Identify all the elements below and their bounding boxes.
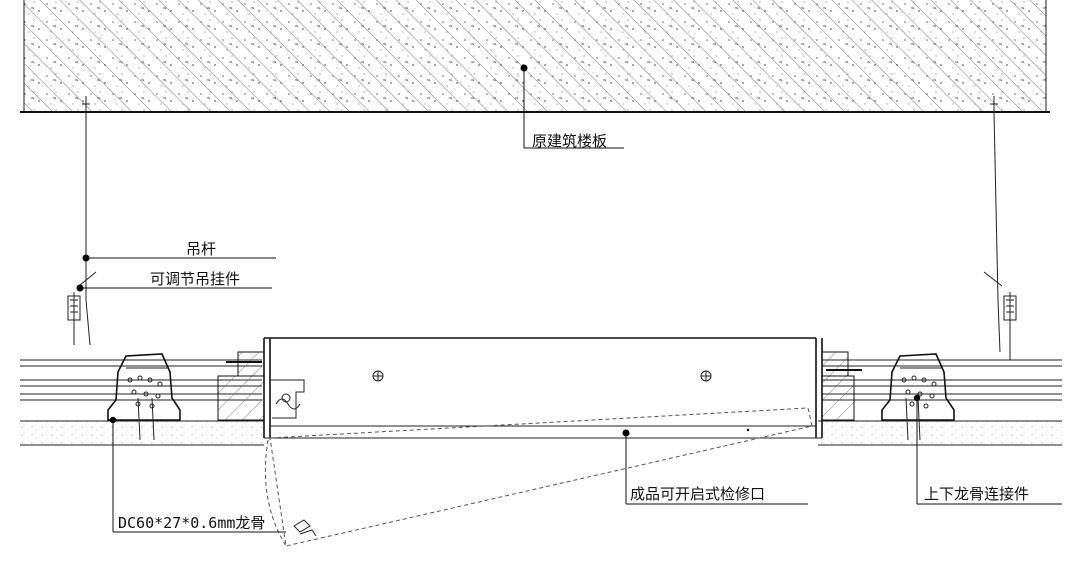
- wood-blocking-right: [821, 351, 862, 421]
- panel-screw-left: [372, 370, 384, 382]
- leader-slab: [520, 64, 624, 149]
- label-connector: 上下龙骨连接件: [924, 485, 1029, 503]
- label-access-panel: 成品可开启式检修口: [630, 485, 765, 503]
- label-keel: DC60*27*0.6mm龙骨: [118, 514, 265, 532]
- label-slab: 原建筑楼板: [532, 132, 607, 150]
- leader-connector: [916, 398, 1062, 505]
- concrete-slab: [20, 0, 1050, 113]
- leader-keel: [112, 420, 286, 533]
- panel-screw-right: [700, 370, 712, 382]
- hanger-rod-right: [983, 96, 1017, 360]
- label-rod: 吊杆: [186, 240, 216, 258]
- access-panel-frame: [263, 337, 823, 439]
- leader-access-panel: [622, 429, 808, 505]
- hanger-rod-left: [67, 96, 97, 346]
- ceiling-layers-right: [818, 359, 1062, 446]
- leader-rod: [82, 254, 276, 262]
- dc-keel-right: [881, 353, 955, 441]
- label-hanger: 可调节吊挂件: [150, 270, 240, 288]
- dc-keel-left: [107, 353, 181, 441]
- access-door-open-position: [264, 407, 813, 547]
- leader-hanger: [76, 284, 272, 292]
- wood-blocking-left: [217, 351, 265, 421]
